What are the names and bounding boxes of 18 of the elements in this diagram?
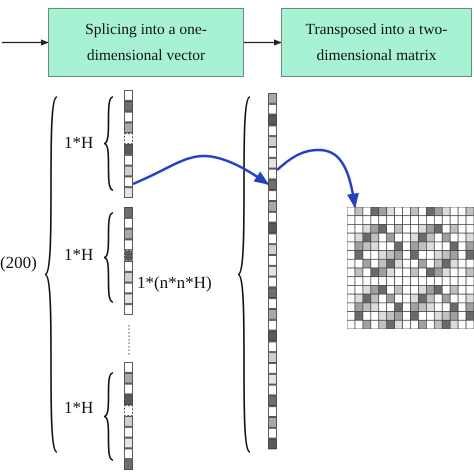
process-box (48, 8, 244, 77)
dimension-label: 1*H (64, 398, 94, 418)
dimension-label: 1*H (64, 133, 94, 153)
box-label: Transposed into a two-dimensional matrix (304, 20, 448, 66)
dimension-label: (200) (0, 253, 37, 273)
vector-strip (124, 207, 133, 315)
dimension-label: 1*H (64, 245, 94, 265)
arrow (2, 39, 49, 46)
box-label: Splicing into a one-dimensional vector (84, 20, 208, 66)
dimension-label: 1*(n*n*H) (137, 273, 212, 293)
vector-strip (124, 90, 133, 198)
matrix-grid (347, 207, 474, 329)
arrow (132, 154, 270, 186)
vector-strip (268, 93, 277, 452)
arrow (244, 39, 282, 46)
vector-strip (124, 362, 133, 470)
process-box (281, 8, 472, 77)
arrow (276, 148, 359, 208)
